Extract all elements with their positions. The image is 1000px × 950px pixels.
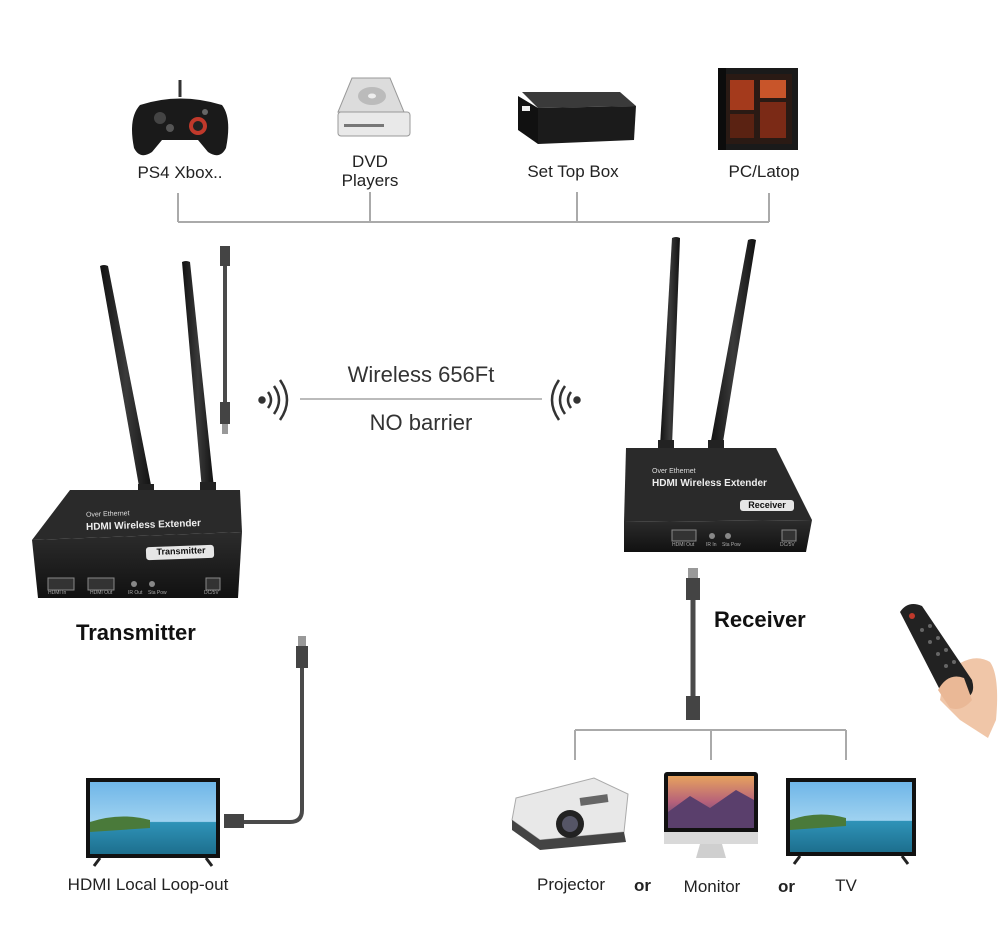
pc-tower-icon	[718, 68, 798, 150]
source-label-set-top-box: Set Top Box	[527, 162, 619, 181]
output-label-tv: TV	[835, 876, 857, 895]
wireless-range-label: Wireless 656Ft	[347, 362, 495, 387]
signal-icon-right	[550, 379, 581, 421]
receiver-device	[624, 237, 812, 552]
receiver-port-hdmi-out: HDMI Out	[672, 542, 695, 548]
source-label-gamepad: PS4 Xbox..	[137, 163, 223, 182]
transmitter-port-sta-pow: Sta Pow	[148, 590, 167, 596]
receiver-panel-line1: Over Ethernet	[652, 468, 696, 475]
output-or-2: or	[778, 877, 795, 896]
source-bracket	[177, 192, 770, 223]
tv-icon-output	[786, 778, 916, 865]
transmitter-port-hdmi-out: HDMI Out	[90, 590, 113, 596]
receiver-port-sta-pow: Sta Pow	[722, 542, 741, 548]
receiver-panel-line2: HDMI Wireless Extender	[652, 478, 767, 489]
transmitter-device	[32, 261, 242, 598]
receiver-port-ir-in: IR In	[706, 542, 717, 548]
output-bracket	[574, 729, 847, 760]
tv-icon	[86, 778, 220, 867]
transmitter-port-hdmi-in: HDMI In	[48, 590, 67, 596]
set-top-box-icon	[518, 92, 636, 144]
receiver-hdmi-cable	[686, 568, 700, 720]
gamepad-icon	[132, 80, 229, 156]
output-or-1: or	[634, 876, 651, 895]
receiver-caption: Receiver	[714, 607, 806, 632]
transmitter-port-ir-out: IR Out	[128, 590, 143, 596]
source-label-pc: PC/Latop	[728, 162, 800, 181]
receiver-badge: Receiver	[748, 500, 786, 510]
dvd-player-icon	[337, 77, 411, 137]
signal-icon-left	[258, 379, 289, 421]
source-label-dvd: DVD Players	[320, 152, 420, 190]
source-label-dvd-line1: DVD	[352, 152, 388, 171]
transmitter-hdmi-cable	[220, 246, 230, 434]
monitor-icon	[664, 772, 758, 858]
loopout-hdmi-cable	[224, 636, 308, 828]
remote-control-icon	[900, 604, 998, 738]
projector-icon	[511, 777, 629, 850]
transmitter-port-dc: DC/5V	[204, 590, 219, 596]
wireless-note-label: NO barrier	[369, 410, 473, 435]
loopout-label: HDMI Local Loop-out	[67, 875, 229, 894]
source-label-dvd-line2: Players	[341, 171, 399, 190]
receiver-port-dc: DC/5V	[780, 542, 795, 548]
transmitter-caption: Transmitter	[76, 620, 196, 645]
output-label-monitor: Monitor	[683, 877, 741, 896]
output-label-projector: Projector	[536, 875, 606, 894]
